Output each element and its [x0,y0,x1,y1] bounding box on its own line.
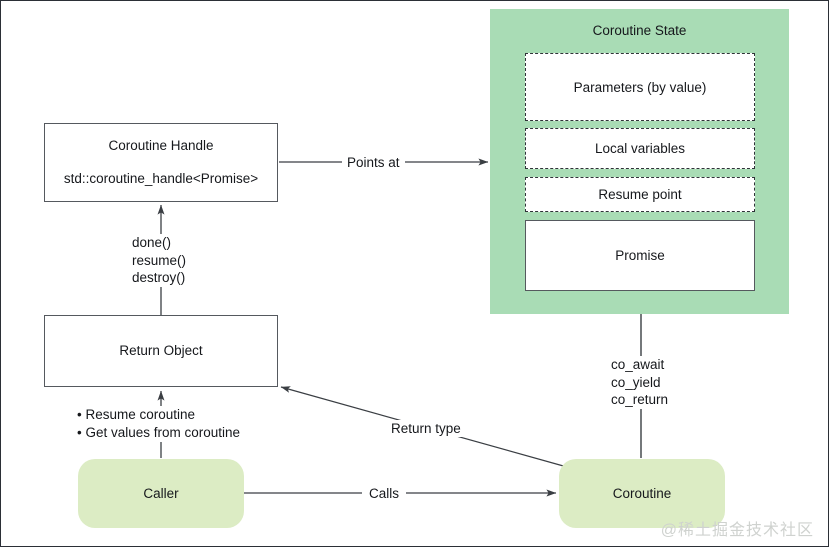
state-slot-local-variables-label: Local variables [594,141,686,156]
edge-label-points-at: Points at [342,154,405,172]
coroutine-handle-box: Coroutine Handle std::coroutine_handle<P… [44,123,278,202]
state-slot-promise: Promise [525,220,755,291]
state-slot-resume-point: Resume point [525,177,755,212]
coroutine-label: Coroutine [612,486,672,501]
coroutine-handle-subtitle: std::coroutine_handle<Promise> [63,170,259,186]
edge-label-co-keywords: co_await co_yield co_return [608,356,672,409]
state-slot-parameters: Parameters (by value) [525,53,755,121]
watermark: @稀土掘金技术社区 [660,522,814,539]
caller-label: Caller [143,486,179,501]
edge-label-handle-methods: done() resume() destroy() [129,234,190,287]
return-object-box: Return Object [44,315,278,387]
state-slot-local-variables: Local variables [525,128,755,169]
state-slot-promise-label: Promise [615,248,665,263]
edge-label-return-object-ops: • Resume coroutine • Get values from cor… [74,406,244,443]
edge-label-calls: Calls [362,485,407,503]
state-slot-resume-point-label: Resume point [598,187,682,202]
coroutine-node: Coroutine [559,459,725,528]
return-object-title: Return Object [119,342,203,358]
edge-label-return-type: Return type [385,420,467,438]
coroutine-state-title: Coroutine State [592,23,687,38]
coroutine-handle-title: Coroutine Handle [108,137,214,153]
caller-node: Caller [78,459,244,528]
state-slot-parameters-label: Parameters (by value) [573,79,707,95]
